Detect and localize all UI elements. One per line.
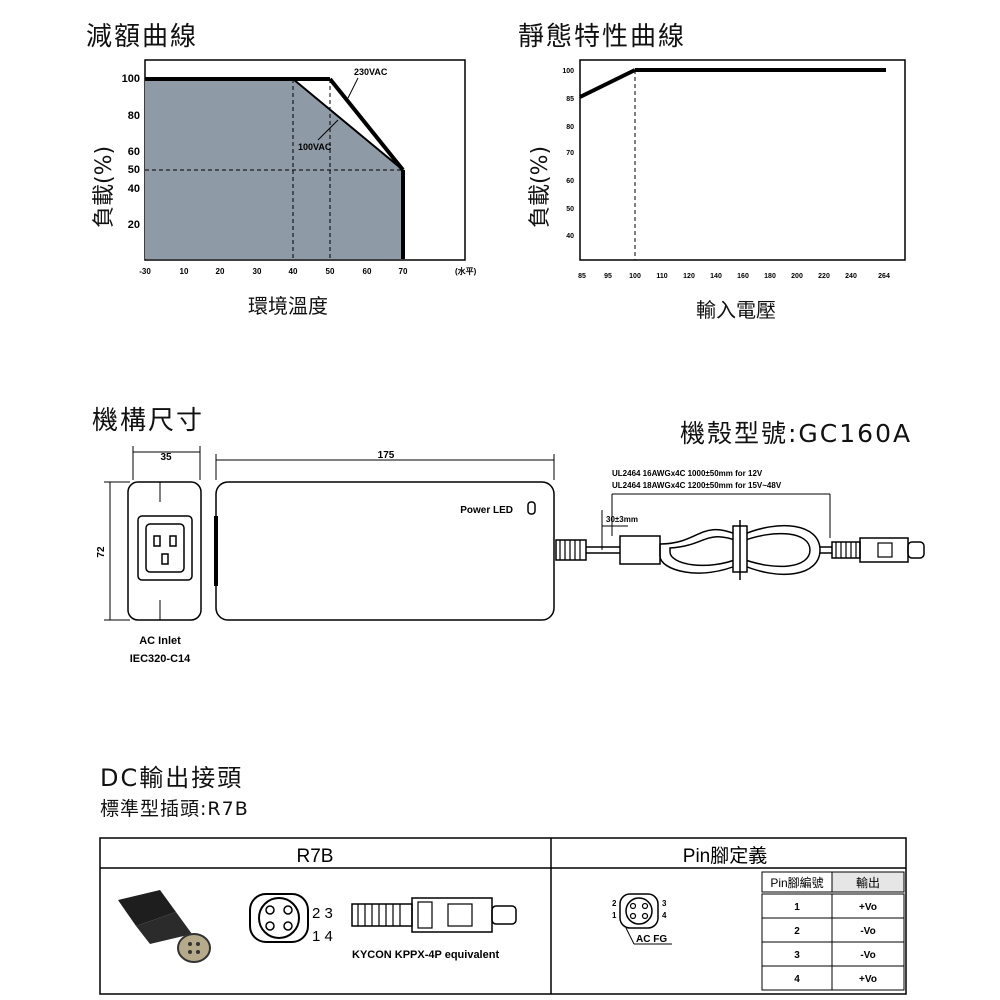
pin-table-cell: 4 bbox=[794, 974, 800, 985]
ac-inlet-standard: IEC320-C14 bbox=[130, 653, 191, 665]
y-tick: 80 bbox=[566, 124, 574, 131]
x-tick: 85 bbox=[578, 273, 586, 280]
x-tick: 95 bbox=[604, 273, 612, 280]
y-tick: 40 bbox=[566, 233, 574, 240]
dc-subtitle: 標準型插頭:R7B bbox=[100, 798, 249, 820]
x-tick: 60 bbox=[363, 267, 372, 276]
ac-fg-label: AC FG bbox=[636, 934, 667, 945]
col-pin-header: Pin腳定義 bbox=[683, 845, 767, 867]
cable-spec-2: UL2464 18AWGx4C 1200±50mm for 15V~48V bbox=[612, 481, 782, 490]
x-tick: 20 bbox=[216, 267, 225, 276]
connector-label: KYCON KPPX-4P equivalent bbox=[352, 949, 499, 961]
power-led-label: Power LED bbox=[460, 505, 513, 516]
pin-table-cell: -Vo bbox=[860, 950, 875, 961]
dc-title: DC輸出接頭 bbox=[100, 764, 244, 792]
y-tick: 20 bbox=[128, 219, 140, 231]
x-tick: 220 bbox=[818, 273, 830, 280]
y-tick: 100 bbox=[122, 73, 140, 85]
static-title: 靜態特性曲線 bbox=[518, 22, 687, 52]
mechanical-title: 機構尺寸 bbox=[92, 406, 205, 436]
x-unit: (水平) bbox=[455, 266, 477, 276]
label-230vac: 230VAC bbox=[354, 67, 388, 77]
x-tick: 30 bbox=[253, 267, 262, 276]
derating-chart: 100 80 60 50 40 20 -30 10 20 30 40 50 60… bbox=[122, 59, 477, 276]
x-tick: 110 bbox=[656, 273, 667, 280]
y-tick: 50 bbox=[128, 164, 140, 176]
derating-xlabel: 環境溫度 bbox=[248, 294, 328, 318]
x-tick: -30 bbox=[139, 267, 151, 276]
static-chart: 100 85 80 70 60 50 40 85 95 100 110 120 … bbox=[562, 59, 906, 280]
y-tick: 50 bbox=[566, 206, 574, 213]
pin-small-1: 1 bbox=[612, 911, 617, 920]
x-tick: 180 bbox=[764, 273, 776, 280]
dc-table: R7B Pin腳定義 2 3 1 4 KYCON KPPX-4P equival… bbox=[99, 837, 907, 995]
pin-table-header: 輸出 bbox=[856, 875, 880, 890]
pin-table-cell: 1 bbox=[794, 902, 800, 913]
pin-table-cell: +Vo bbox=[859, 902, 877, 913]
x-tick: 200 bbox=[791, 273, 803, 280]
dim-35: 35 bbox=[160, 452, 172, 463]
y-tick: 85 bbox=[566, 96, 574, 103]
dim-175: 175 bbox=[378, 450, 395, 461]
x-tick: 120 bbox=[683, 273, 695, 280]
x-tick: 10 bbox=[180, 267, 189, 276]
x-tick: 100 bbox=[629, 273, 641, 280]
pin-small-2: 2 bbox=[612, 899, 617, 908]
pin-table-header: Pin腳編號 bbox=[770, 875, 823, 890]
dim-30: 30±3mm bbox=[606, 515, 638, 524]
mechanical-drawing: 35 175 72 Power LED UL24 bbox=[96, 446, 925, 665]
pin-table-cell: 3 bbox=[794, 950, 800, 961]
case-model: 機殼型號:GC160A bbox=[680, 419, 913, 448]
x-tick: 50 bbox=[326, 267, 335, 276]
pin-table-cell: 2 bbox=[794, 926, 800, 937]
y-tick: 70 bbox=[566, 150, 574, 157]
y-tick: 60 bbox=[566, 178, 574, 185]
pin-numbers-bottom: 1 4 bbox=[312, 928, 333, 945]
y-tick: 100 bbox=[562, 68, 574, 75]
pin-numbers-top: 2 3 bbox=[312, 905, 333, 922]
y-tick: 40 bbox=[128, 183, 140, 195]
x-tick: 160 bbox=[737, 273, 749, 280]
x-tick: 70 bbox=[399, 267, 408, 276]
pin-small-4: 4 bbox=[662, 911, 667, 920]
x-tick: 240 bbox=[845, 273, 857, 280]
pin-table-cell: -Vo bbox=[860, 926, 875, 937]
x-tick: 40 bbox=[289, 267, 298, 276]
static-xlabel: 輸入電壓 bbox=[696, 298, 776, 322]
dim-72: 72 bbox=[96, 546, 107, 558]
derating-title: 減額曲線 bbox=[86, 22, 199, 52]
x-tick: 264 bbox=[878, 273, 890, 280]
ac-inlet-label: AC Inlet bbox=[139, 635, 181, 647]
plug-photo bbox=[118, 890, 211, 963]
label-100vac: 100VAC bbox=[298, 142, 332, 152]
pin-small-3: 3 bbox=[662, 899, 667, 908]
cable-spec-1: UL2464 16AWGx4C 1000±50mm for 12V bbox=[612, 469, 763, 478]
y-tick: 80 bbox=[128, 110, 140, 122]
y-tick: 60 bbox=[128, 146, 140, 158]
pin-table-cell: +Vo bbox=[859, 974, 877, 985]
col-r7b-header: R7B bbox=[297, 846, 334, 867]
x-tick: 140 bbox=[710, 273, 722, 280]
